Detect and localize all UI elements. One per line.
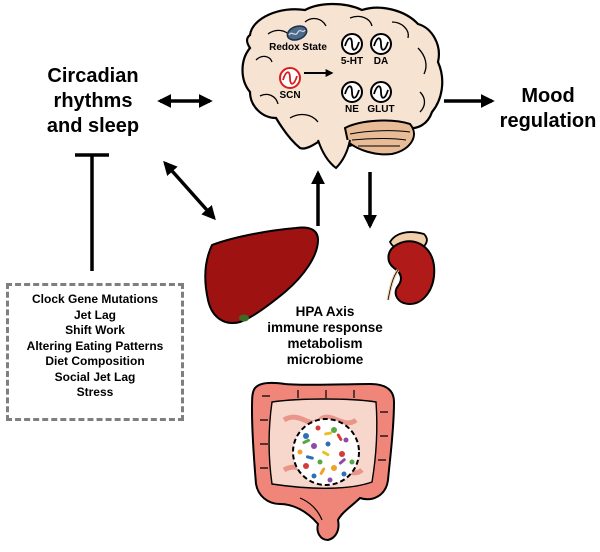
circadian-liver-arrow <box>163 160 216 221</box>
factor-item: Shift Work <box>65 323 125 337</box>
microbiome-icon <box>292 418 360 486</box>
brain-icon <box>241 2 444 170</box>
kidney-icon <box>386 240 436 306</box>
system-metabolism: metabolism <box>287 336 363 351</box>
factor-item: Altering Eating Patterns <box>26 338 164 353</box>
oscillator-icon <box>341 33 392 103</box>
circadian-line-2: rhythms <box>53 90 133 112</box>
factor-item: Clock Gene Mutations <box>31 292 159 306</box>
circadian-line-3: and sleep <box>46 115 140 137</box>
norepinephrine-label: NE <box>345 104 359 115</box>
system-immune-response: immune response <box>267 320 383 335</box>
scn-oscillator-icon <box>279 67 301 89</box>
serotonin-label: 5-HT <box>340 56 364 67</box>
system-hpa-axis: HPA Axis <box>295 304 355 319</box>
factor-item: Stress <box>76 385 114 399</box>
redox-state-label: Redox State <box>269 42 327 53</box>
circadian-label: Circadian rhythms and sleep <box>8 64 178 139</box>
factor-item: Jet Lag <box>73 307 116 322</box>
circadian-line-1: Circadian <box>47 65 139 87</box>
liver-icon <box>204 226 320 324</box>
mood-label: Mood regulation <box>496 84 600 134</box>
disrupting-factors-box: Clock Gene Mutations Jet Lag Shift Work … <box>6 283 184 421</box>
dopamine-label: DA <box>373 56 389 67</box>
inhibition-arrow <box>75 153 109 271</box>
body-systems-label: HPA Axis immune response metabolism micr… <box>250 304 400 368</box>
mood-line-2: regulation <box>499 110 597 132</box>
mitochondrion-icon <box>286 25 308 41</box>
factor-item: Diet Composition <box>45 354 145 368</box>
factor-item: Social Jet Lag <box>54 369 136 384</box>
scn-label: SCN <box>279 90 301 101</box>
disrupting-factors-list: Clock Gene Mutations Jet Lag Shift Work … <box>9 286 181 401</box>
system-microbiome: microbiome <box>286 352 364 367</box>
glutamate-label: GLUT <box>367 104 395 115</box>
mood-line-1: Mood <box>521 85 575 107</box>
